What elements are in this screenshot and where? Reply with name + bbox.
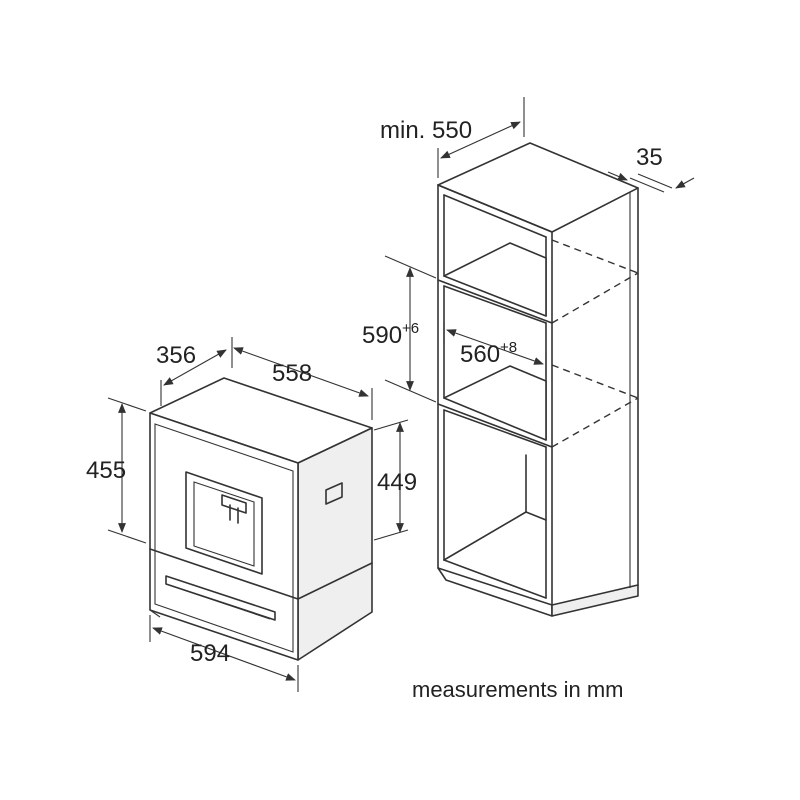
dim-height-side-label: 449 <box>377 469 417 496</box>
appliance-drawing <box>149 377 373 661</box>
dim-width-front-label: 594 <box>190 640 230 667</box>
dim-width-top-label: 558 <box>272 360 312 387</box>
dim-niche-height-label: 590+6 <box>362 320 419 349</box>
cabinet-drawing <box>437 142 639 617</box>
niche-height-tolerance: +6 <box>402 320 419 337</box>
appliance-dimensions <box>107 337 409 692</box>
dim-min-depth-label: min. 550 <box>380 117 472 144</box>
niche-width-value: 560 <box>460 341 500 368</box>
niche-width-tolerance: +8 <box>500 339 517 356</box>
dim-depth-label: 356 <box>156 342 196 369</box>
cabinet-dimensions <box>384 97 695 403</box>
dim-height-front-label: 455 <box>86 457 126 484</box>
units-note: measurements in mm <box>412 677 624 702</box>
dim-panel-label: 35 <box>636 144 663 171</box>
niche-height-value: 590 <box>362 322 402 349</box>
dim-niche-width-label: 560+8 <box>460 339 517 368</box>
